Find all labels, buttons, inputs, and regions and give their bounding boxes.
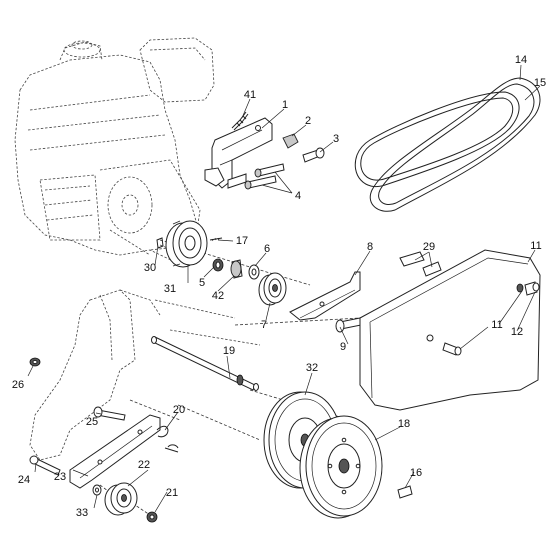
key-30	[156, 237, 164, 249]
callout-2: 2	[305, 115, 311, 127]
callout-30: 30	[144, 262, 156, 274]
bolts-4	[244, 163, 285, 190]
fastener-12	[516, 281, 540, 296]
axle-19	[151, 336, 259, 391]
bracket-23	[69, 414, 161, 489]
callout-8: 8	[367, 241, 373, 253]
callout-18: 18	[398, 418, 410, 430]
clip-16	[397, 485, 413, 499]
drive-belts	[354, 77, 541, 212]
callout-31: 31	[164, 283, 176, 295]
callout-12: 12	[511, 326, 523, 338]
washer-11	[426, 334, 462, 356]
nut-26	[29, 357, 41, 367]
spring-41	[231, 111, 249, 131]
callout-10: 11	[530, 240, 541, 252]
screw-17	[209, 237, 223, 242]
spacer-42	[230, 259, 243, 279]
clip-2	[282, 133, 299, 149]
callout-26: 26	[12, 379, 24, 391]
callout-5: 5	[199, 277, 205, 289]
clip-20	[156, 425, 169, 438]
nut-21	[146, 511, 158, 523]
callout-22: 22	[138, 459, 150, 471]
callout-41: 41	[244, 89, 256, 101]
callout-21: 21	[166, 487, 178, 499]
bolt-9	[335, 317, 362, 333]
callout-42: 42	[212, 290, 224, 302]
callout-15: 15	[534, 77, 546, 89]
pin-22-top	[164, 444, 179, 453]
callout-14: 14	[515, 54, 527, 66]
leader-lines	[27, 64, 541, 513]
callout-17: 17	[236, 235, 248, 247]
engine-pulley-31	[165, 220, 208, 268]
callout-16: 16	[410, 467, 422, 479]
callout-1: 1	[282, 99, 288, 111]
callout-labels: 41 1 2 3 4 14 15 17 6 8 29 11 30 5 31 42…	[12, 54, 546, 519]
callout-32: 32	[306, 362, 318, 374]
callout-9: 9	[340, 341, 346, 353]
callout-25: 25	[86, 416, 98, 428]
callout-19: 19	[223, 345, 235, 357]
callout-11: 11	[491, 319, 502, 331]
nut-5	[212, 258, 224, 272]
pulley-22	[104, 482, 138, 516]
frame-outline	[29, 289, 261, 461]
bolt-24	[29, 455, 61, 476]
callout-20: 20	[173, 404, 185, 416]
idler-pulley-7	[258, 272, 287, 306]
callout-4: 4	[295, 190, 301, 202]
wheel-18	[299, 415, 383, 519]
bolt-3	[302, 147, 325, 163]
callout-3: 3	[333, 133, 339, 145]
callout-6: 6	[264, 243, 270, 255]
idler-bracket	[204, 117, 273, 189]
washer-6	[248, 264, 260, 280]
belt-cover-10	[359, 249, 541, 411]
callout-23: 23	[54, 471, 66, 483]
callout-7: 7	[261, 319, 267, 331]
washer-33	[92, 484, 102, 496]
callout-29: 29	[423, 241, 435, 253]
callout-33: 33	[76, 507, 88, 519]
bracket-8	[289, 271, 361, 321]
callout-24: 24	[18, 474, 30, 486]
